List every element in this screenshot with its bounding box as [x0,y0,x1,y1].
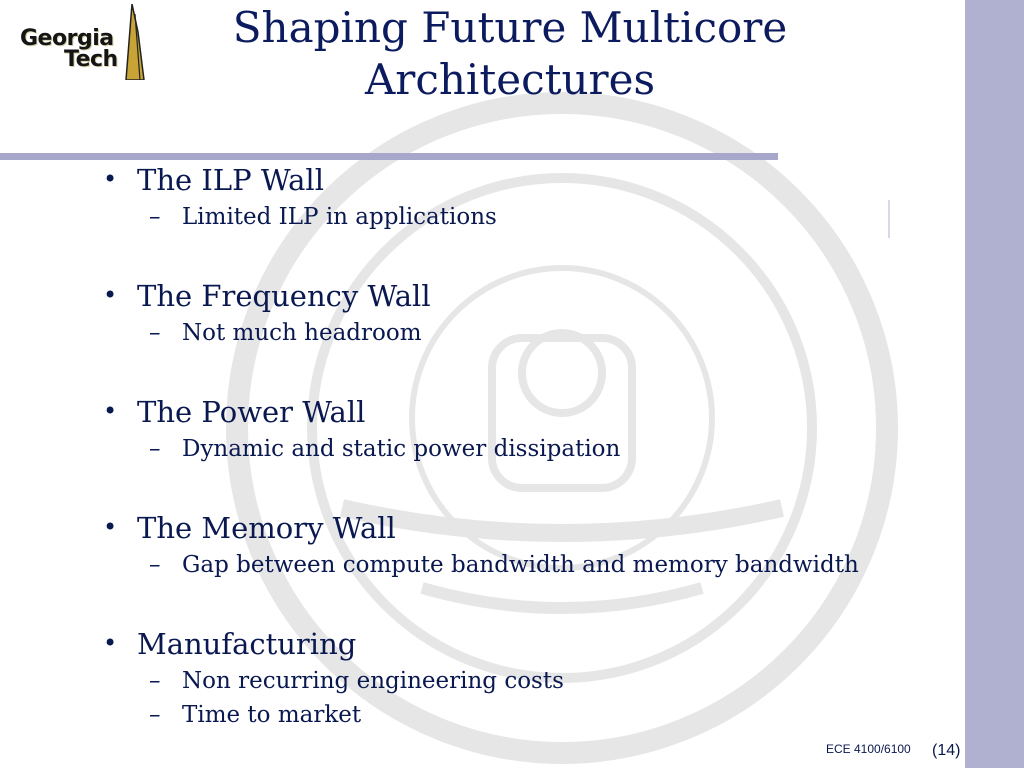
decorative-tick [888,200,890,238]
bullet-text: The Power Wall [137,395,366,429]
slide-title: Shaping Future Multicore Architectures [150,2,870,106]
bullet-text: The Frequency Wall [137,279,431,313]
georgia-tech-logo: Georgia Tech [14,3,148,81]
bullet-icon: • [103,165,118,193]
sub-bullet-item: –Limited ILP in applications [149,204,497,230]
title-divider-rule [0,153,778,160]
dash-icon: – [149,702,161,728]
right-sidebar-band [965,0,1024,768]
sub-bullet-item: –Dynamic and static power dissipation [149,436,620,462]
bullet-item: • The Power Wall [103,395,365,429]
bullet-icon: • [103,629,118,657]
dash-icon: – [149,552,161,578]
page-number: (14) [932,742,961,759]
slide-body: •The ILP Wall –Limited ILP in applicatio… [103,163,859,728]
sub-bullet-item: –Not much headroom [149,320,422,346]
sub-bullet-text: Limited ILP in applications [182,204,497,230]
institute-seal-watermark [226,92,898,764]
dash-icon: – [149,668,161,694]
bullet-item: • The ILP Wall [103,163,324,197]
logo-text-line1: Georgia [20,26,114,51]
dash-icon: – [149,320,161,346]
dash-icon: – [149,436,161,462]
bullet-icon: • [103,513,118,541]
course-code: ECE 4100/6100 [826,742,911,756]
sub-bullet-text: Gap between compute bandwidth and memory… [182,552,859,578]
dash-icon: – [149,204,161,230]
logo-text-line2: Tech [64,47,118,72]
slide-title-line1: Shaping Future Multicore [232,3,788,52]
sub-bullet-text: Dynamic and static power dissipation [182,436,621,462]
sub-bullet-text: Time to market [182,702,362,728]
bullet-item: • The Memory Wall [103,511,396,545]
bullet-item: • The Frequency Wall [103,279,431,313]
sub-bullet-text: Non recurring engineering costs [182,668,564,694]
bullet-text: The ILP Wall [137,163,324,197]
bullet-text: Manufacturing [137,627,357,661]
bullet-text: The Memory Wall [137,511,396,545]
slide-title-line2: Architectures [364,55,656,104]
sub-bullet-item: –Gap between compute bandwidth and memor… [149,552,859,578]
sub-bullet-item: –Time to market [149,702,361,728]
bullet-icon: • [103,281,118,309]
bullet-item: • Manufacturing [103,627,356,661]
sub-bullet-text: Not much headroom [182,320,422,346]
sub-bullet-item: –Non recurring engineering costs [149,668,564,694]
bullet-icon: • [103,397,118,425]
